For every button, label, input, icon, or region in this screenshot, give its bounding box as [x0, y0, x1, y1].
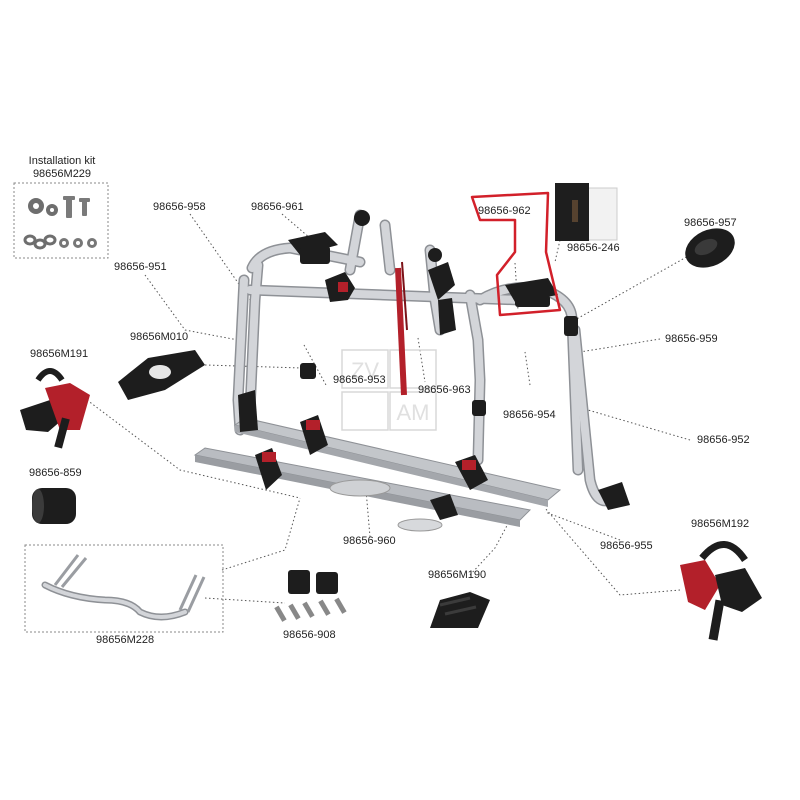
chain-icon — [23, 234, 57, 250]
label-98656-963: 98656-963 — [418, 384, 471, 396]
part-908-fasteners — [274, 570, 347, 622]
label-98656-960: 98656-960 — [343, 535, 396, 547]
bike-rack-frame — [232, 209, 616, 507]
label-98656-954: 98656-954 — [503, 409, 556, 421]
label-98656-957: 98656-957 — [684, 217, 737, 229]
label-98656-961: 98656-961 — [251, 201, 304, 213]
label-98656M191: 98656M191 — [30, 348, 89, 360]
screw-icon — [63, 196, 90, 218]
watermark-line2: AM — [397, 400, 430, 425]
label-98656M010: 98656M010 — [130, 331, 189, 343]
frame-holders — [300, 210, 578, 416]
red-strap — [395, 261, 408, 396]
label-98656-962: 98656-962 — [478, 205, 531, 217]
label-98656-246: 98656-246 — [567, 242, 620, 254]
part-M010-cradle — [118, 350, 205, 400]
part-M228-bar — [24, 544, 224, 633]
label-98656-953: 98656-953 — [333, 374, 386, 386]
label-98656M190: 98656M190 — [428, 569, 487, 581]
part-M190-wedge — [430, 592, 490, 628]
label-98656-955: 98656-955 — [600, 540, 653, 552]
label-98656-959: 98656-959 — [665, 333, 718, 345]
label-98656-958: 98656-958 — [153, 201, 206, 213]
watermark: ZV AM — [341, 349, 437, 431]
part-M191-wheel-holder — [20, 368, 90, 449]
nut-icon — [59, 238, 97, 248]
part-246-pads — [555, 183, 618, 241]
mount-plates — [288, 232, 558, 307]
part-957-knob — [685, 228, 735, 268]
gear-icon — [28, 198, 58, 216]
installation-kit-code: 98656M229 — [32, 168, 92, 180]
wheel-holders — [238, 390, 630, 520]
label-98656M228: 98656M228 — [96, 634, 155, 646]
installation-kit-box — [13, 182, 109, 259]
highlight-outline — [470, 191, 562, 317]
label-98656-859: 98656-859 — [29, 467, 82, 479]
watermark-line1: ZV — [351, 358, 379, 383]
part-859-end-cap — [32, 488, 76, 524]
label-98656-952: 98656-952 — [697, 434, 750, 446]
label-98656-951: 98656-951 — [114, 261, 167, 273]
label-98656M192: 98656M192 — [691, 518, 750, 530]
label-98656-908: 98656-908 — [283, 629, 336, 641]
installation-kit-title: Installation kit — [28, 155, 96, 167]
part-M192-wheel-holder — [680, 541, 762, 641]
wheel-rails — [193, 417, 562, 532]
